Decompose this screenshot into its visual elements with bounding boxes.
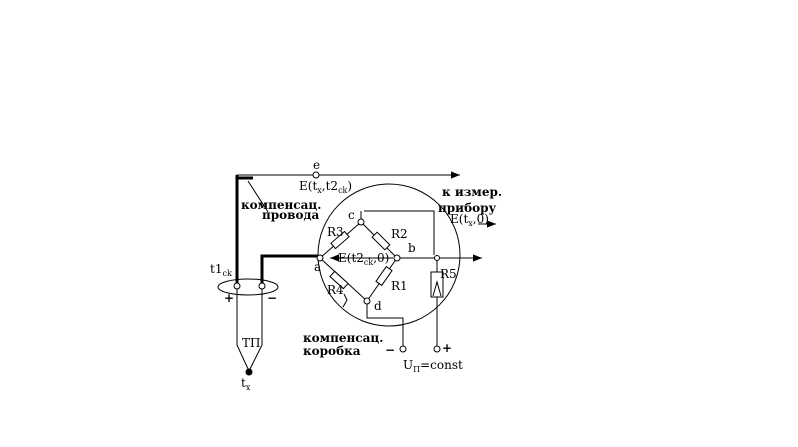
cold-junction-ellipse xyxy=(217,278,279,296)
node-a xyxy=(316,254,324,262)
label-t1ck: t1ck xyxy=(210,262,232,278)
label-r5: R5 xyxy=(440,267,457,281)
comp-wires-leader xyxy=(247,180,269,213)
label-minus-left: − xyxy=(267,291,277,305)
cold-junction-right-terminal xyxy=(258,282,266,290)
label-r3: R3 xyxy=(327,225,344,239)
label-bridge-emf: E(t2ck,0) xyxy=(338,251,389,267)
label-r2: R2 xyxy=(391,227,408,241)
supply-plus-terminal xyxy=(433,345,441,353)
node-b xyxy=(393,254,401,262)
r5-variable-arrow xyxy=(432,280,442,297)
thermocouple-leg-negative xyxy=(248,289,263,372)
label-supply-voltage: UП=const xyxy=(403,358,463,374)
cold-junction-left-terminal xyxy=(233,282,241,290)
label-e: e xyxy=(313,158,320,172)
wire-c-to-supply xyxy=(364,210,435,255)
label-node-d: d xyxy=(374,299,382,313)
label-comp-box-2: коробка xyxy=(303,344,361,358)
label-emf-top: E(tx,t2ck) xyxy=(299,179,352,195)
resistor-r2 xyxy=(371,231,391,251)
label-comp-wires-1: компенсац. xyxy=(241,198,321,212)
terminal-e xyxy=(312,171,320,179)
label-plus-left: + xyxy=(224,291,234,305)
label-node-b: b xyxy=(408,241,416,255)
label-comp-wires-2: провода xyxy=(262,208,320,222)
label-r1: R1 xyxy=(391,279,408,293)
label-to-instrument-2: прибору xyxy=(438,201,496,215)
supply-minus-terminal xyxy=(399,345,407,353)
label-comp-box-1: компенсац. xyxy=(303,331,383,345)
label-instrument-emf: E(tx,0) xyxy=(450,212,489,228)
label-node-a: a xyxy=(314,260,321,274)
label-r4: R4 xyxy=(327,283,344,297)
hot-junction xyxy=(245,368,253,376)
label-node-c: c xyxy=(348,208,355,222)
thermocouple-leg-positive xyxy=(236,289,250,372)
negative-compensating-wire xyxy=(260,254,318,286)
label-supply-minus: − xyxy=(385,343,395,357)
resistor-r4 xyxy=(329,270,349,290)
junction-r5 xyxy=(434,255,440,261)
wire-d-to-supply xyxy=(366,304,404,346)
label-thermocouple: ТП xyxy=(242,336,260,350)
node-c xyxy=(357,218,365,226)
label-supply-plus: + xyxy=(442,341,452,355)
r4-variable-arrow xyxy=(342,293,348,308)
label-tx: tx xyxy=(241,376,251,392)
resistor-r3 xyxy=(330,230,350,250)
label-to-instrument-1: к измер. xyxy=(442,185,502,199)
node-d xyxy=(363,297,371,305)
resistor-r1 xyxy=(375,265,393,287)
